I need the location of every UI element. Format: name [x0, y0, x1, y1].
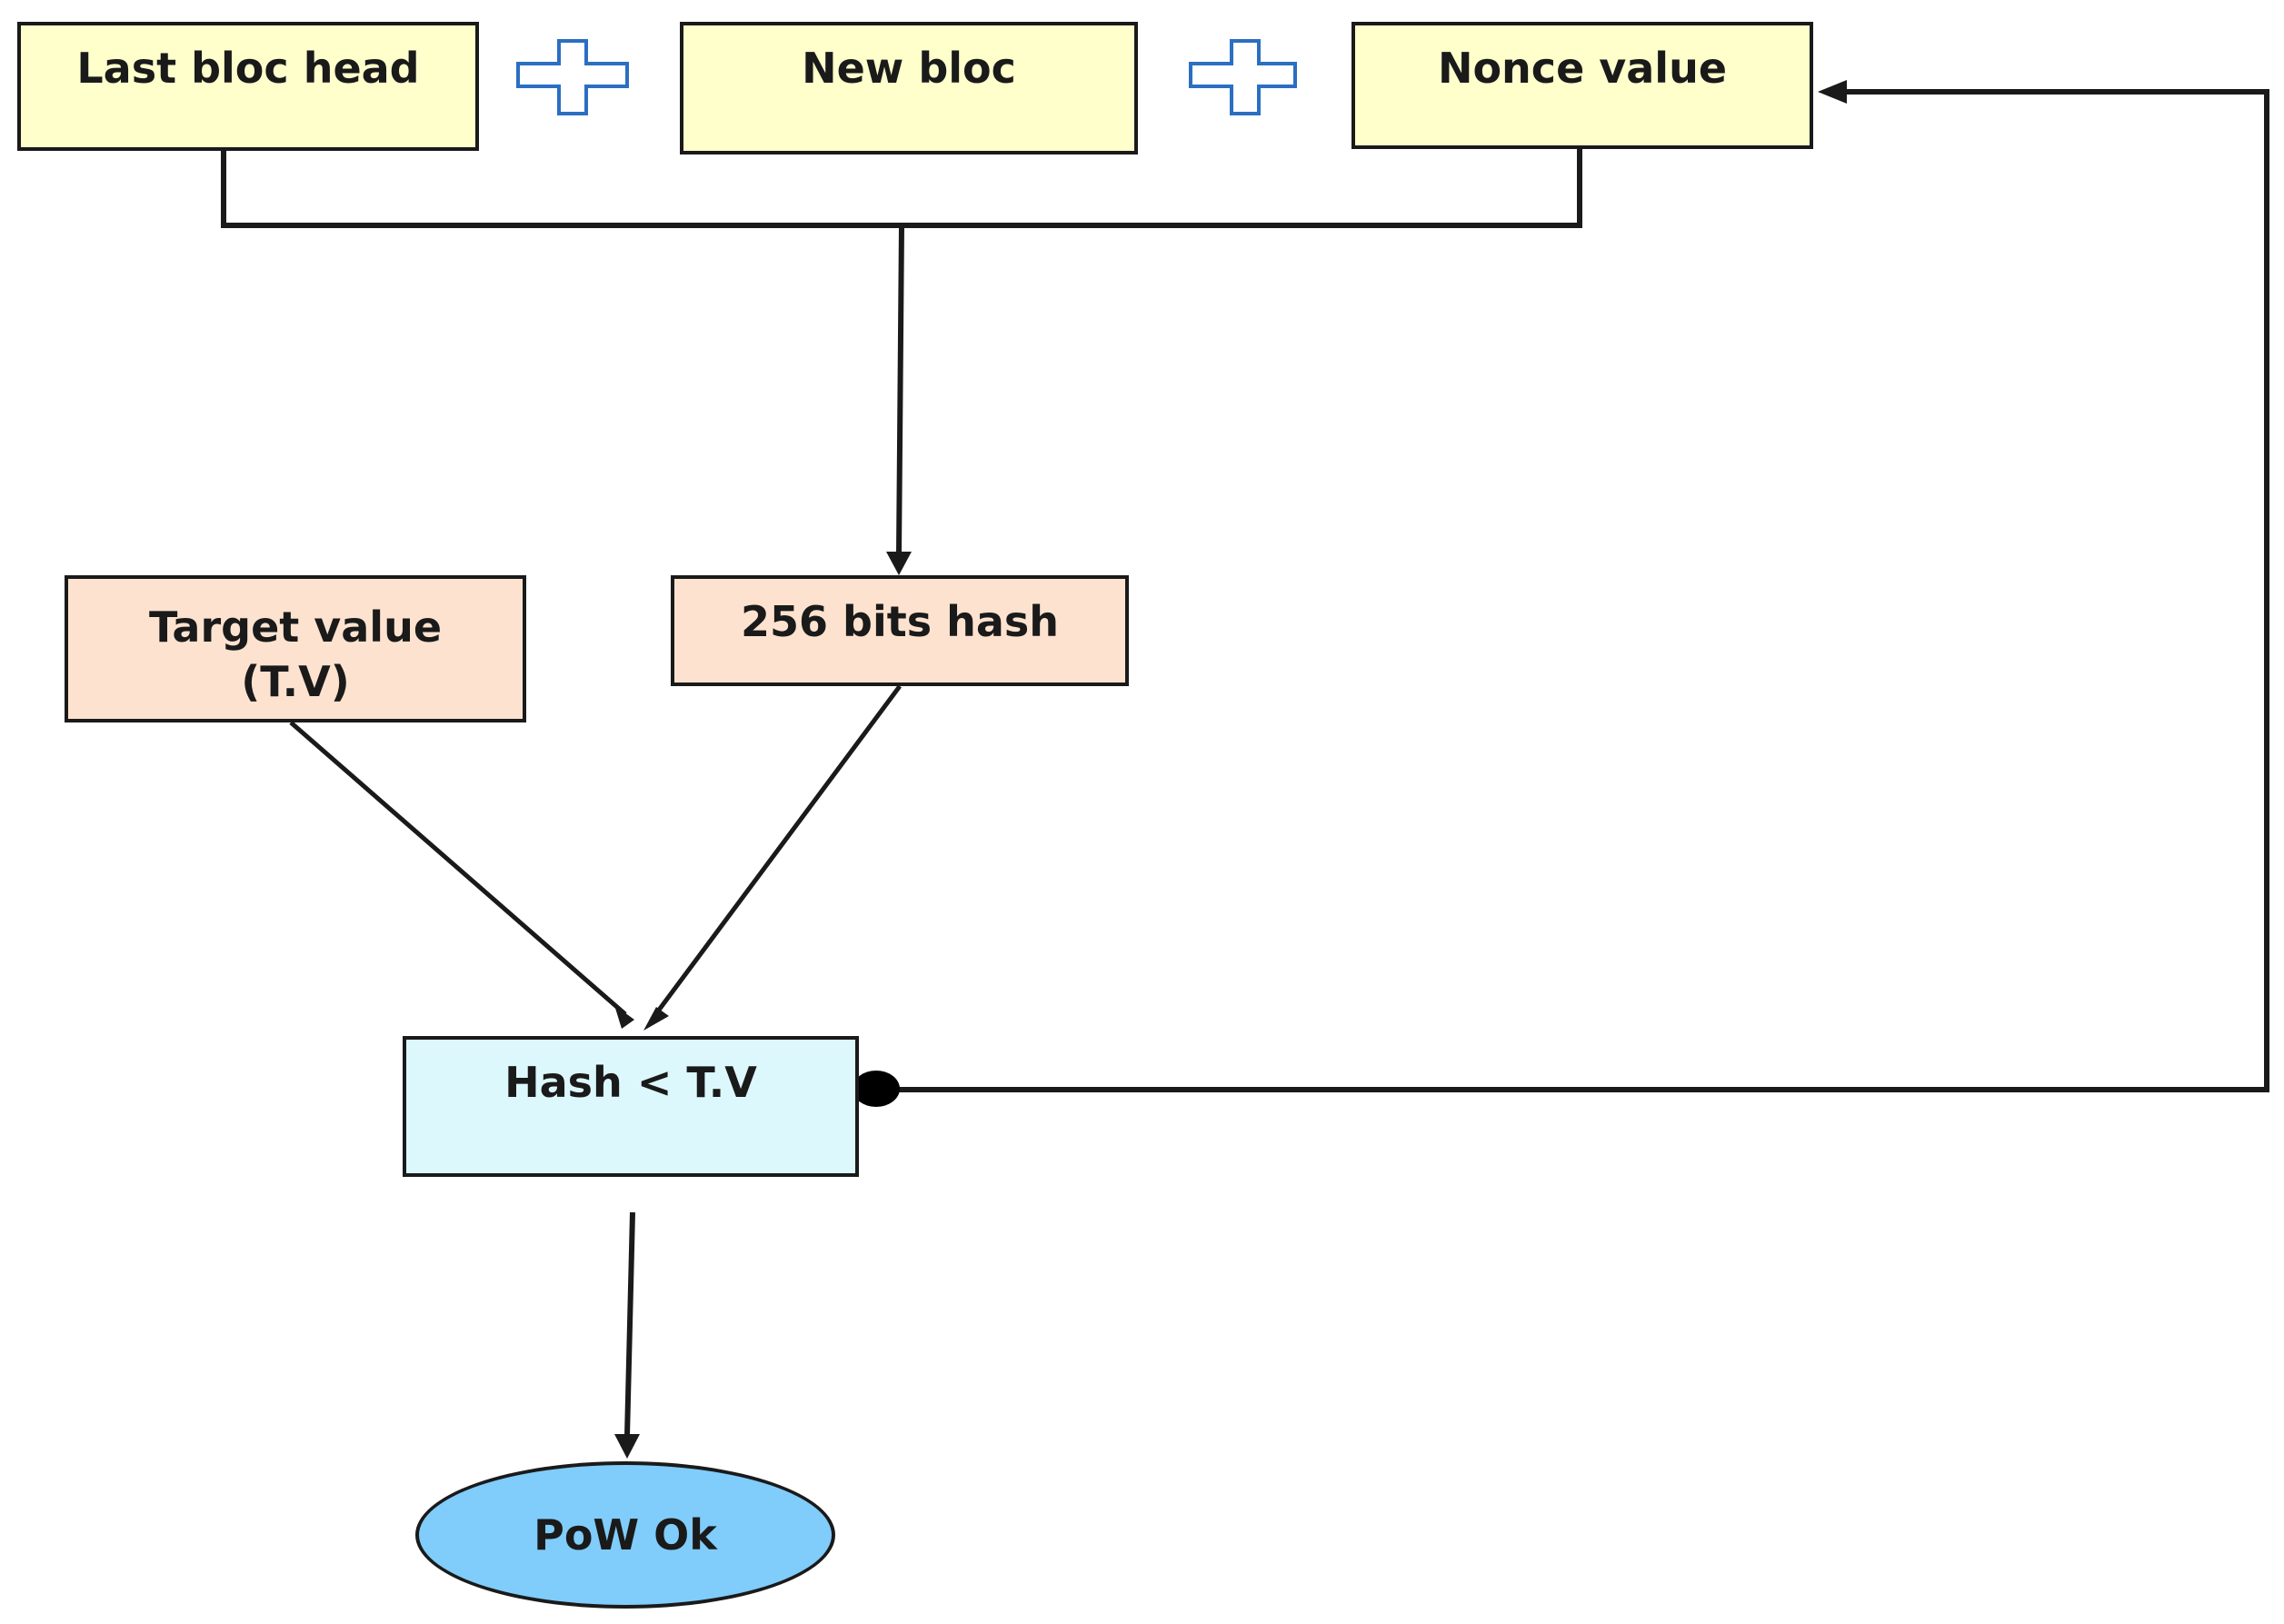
new-bloc-box: New bloc: [680, 22, 1138, 154]
feedback-loop-line: [878, 89, 2269, 1092]
arrowhead-feedback: [1818, 80, 1847, 104]
combine-bracket-line: [221, 149, 1582, 228]
arrowhead-to-hash: [886, 552, 912, 575]
arrow-compare-to-pow: [624, 1211, 635, 1437]
arrow-target-to-compare: [289, 721, 627, 1016]
last-bloc-head-box: Last bloc head: [17, 22, 479, 151]
arrowhead-hash-to-compare: [643, 1007, 669, 1031]
target-value-label: Target value: [148, 603, 443, 652]
arrowhead-compare-to-pow: [614, 1434, 640, 1459]
plus-icon-1: [516, 39, 629, 115]
arrowhead-target-to-compare: [614, 1005, 634, 1029]
nonce-value-label: Nonce value: [1437, 44, 1728, 93]
new-bloc-label: New bloc: [802, 44, 1016, 93]
hash-compare-label: Hash < T.V: [504, 1058, 757, 1107]
target-value-abbrev: (T.V): [241, 656, 350, 706]
feedback-origin-dot: [853, 1071, 900, 1107]
hash-256-box: 256 bits hash: [671, 575, 1129, 686]
pow-ok-label: PoW Ok: [534, 1510, 717, 1559]
arrow-to-hash: [896, 224, 904, 555]
arrow-hash-to-compare: [652, 684, 903, 1018]
last-bloc-head-label: Last bloc head: [76, 44, 420, 93]
plus-icon-2: [1189, 39, 1297, 115]
hash-compare-box: Hash < T.V: [403, 1036, 859, 1177]
target-value-box: Target value (T.V): [65, 575, 526, 722]
pow-ok-ellipse: PoW Ok: [415, 1461, 835, 1609]
nonce-value-box: Nonce value: [1351, 22, 1813, 149]
hash-256-label: 256 bits hash: [740, 597, 1060, 646]
